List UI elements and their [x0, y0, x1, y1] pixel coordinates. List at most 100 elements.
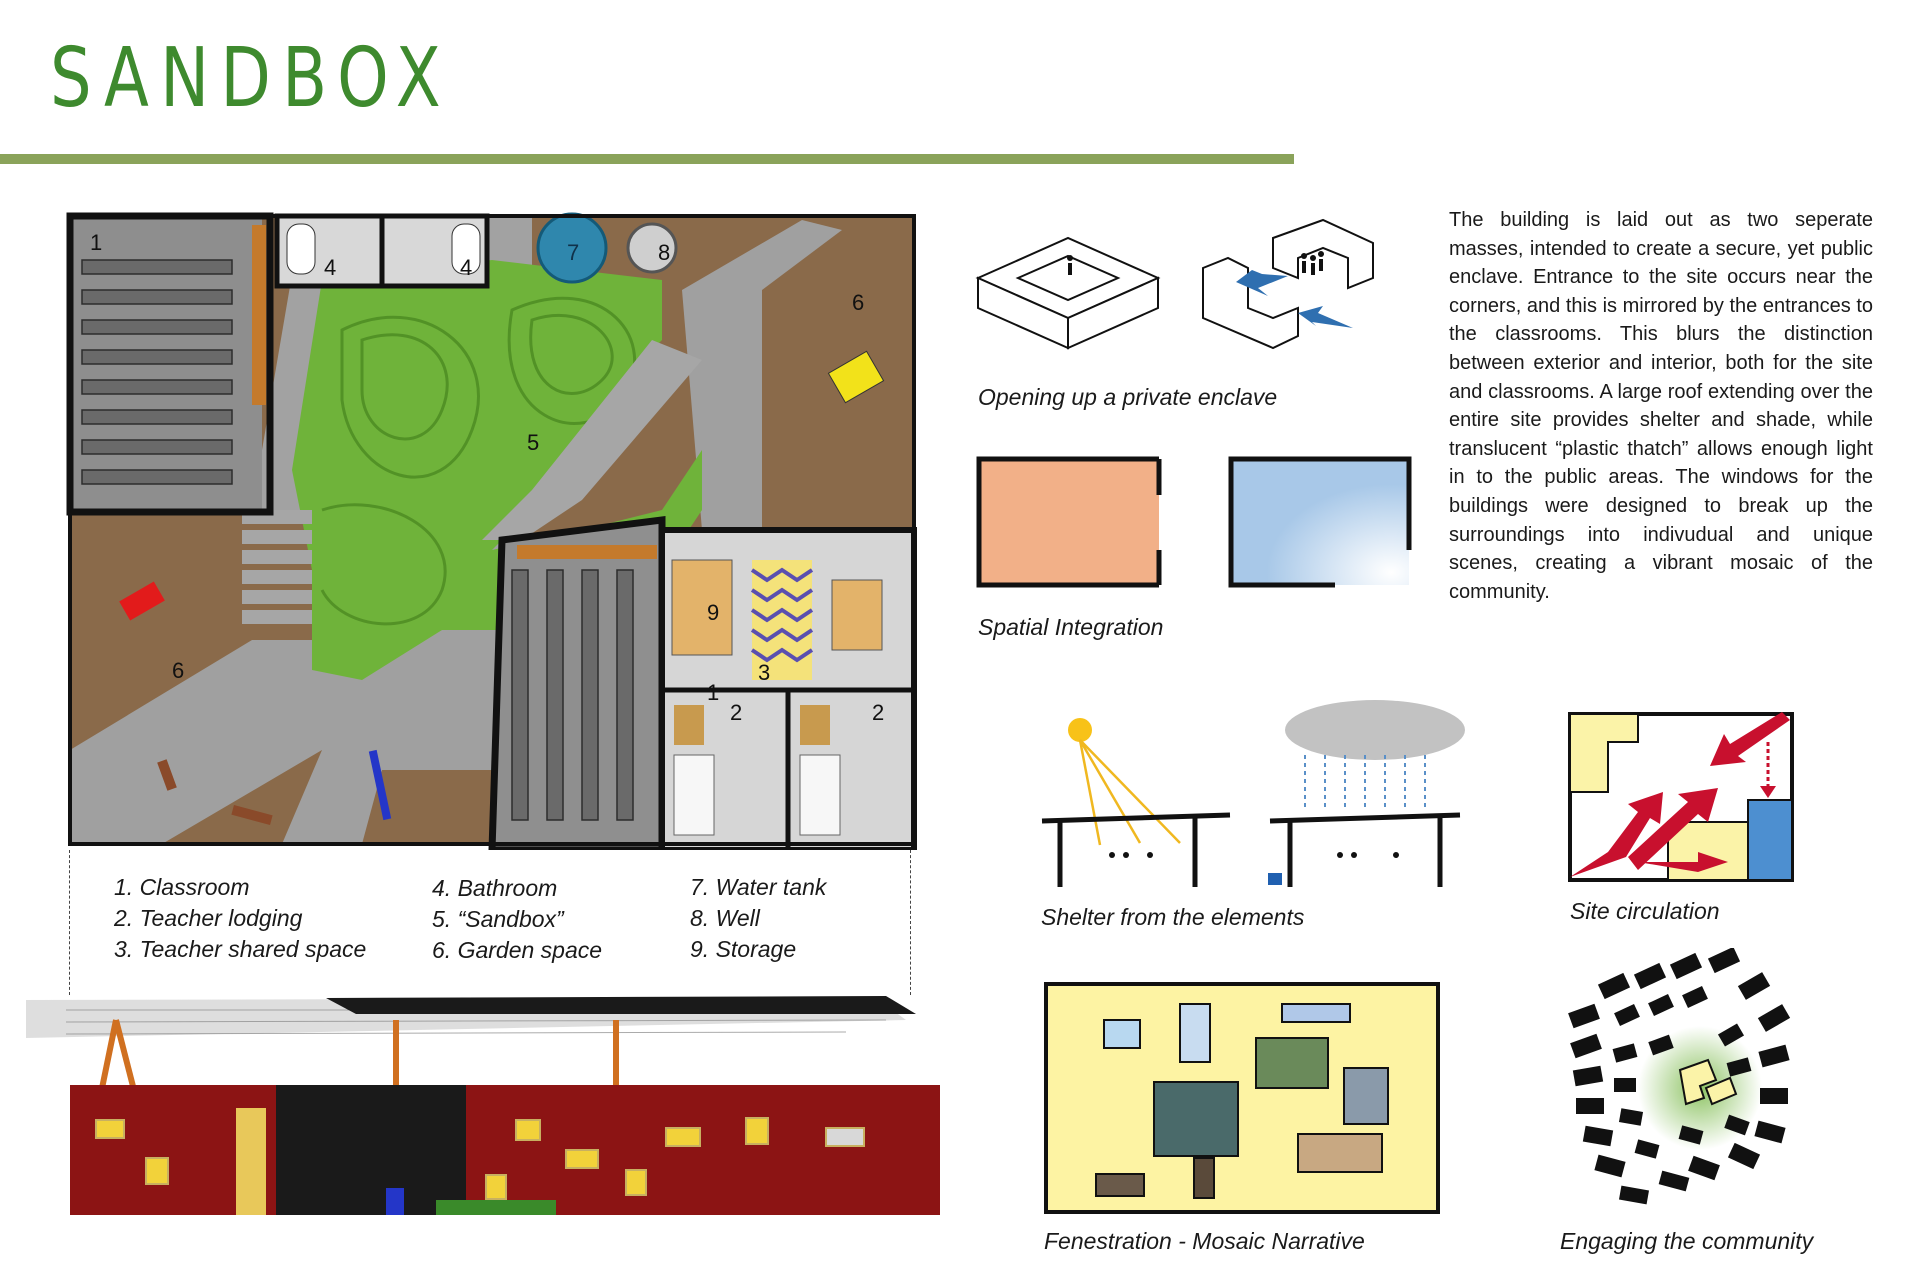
window-scene [1103, 1019, 1141, 1049]
dashed-guide-left [69, 850, 70, 995]
legend-item: 7. Water tank [690, 874, 827, 900]
circulation-diagram [1568, 712, 1794, 882]
building-footprint [1758, 1044, 1790, 1068]
window-scene [1095, 1173, 1145, 1197]
legend-item: 6. Garden space [432, 937, 603, 963]
building-footprint [1717, 1023, 1745, 1047]
dashed-guide-right [910, 850, 911, 995]
step [242, 550, 312, 564]
circulation-arrow-icon [1570, 792, 1663, 877]
building-footprint [1727, 1142, 1761, 1170]
circulation-block-yellow [1569, 713, 1639, 793]
step [242, 610, 312, 624]
desk-column [511, 569, 529, 821]
log [231, 804, 273, 826]
building-footprint [1754, 1120, 1786, 1144]
person-icon [1067, 255, 1073, 261]
yellow-bench [827, 350, 885, 404]
room-number: 1 [707, 680, 719, 705]
caption-enclave: Opening up a private enclave [978, 384, 1278, 410]
room-number: 2 [872, 700, 884, 725]
building-footprint [1634, 1139, 1660, 1159]
window-icon [565, 1149, 599, 1169]
window-scene [1281, 1003, 1351, 1023]
roof-beam [1041, 812, 1231, 824]
desk-row [81, 289, 233, 305]
window-icon [485, 1174, 507, 1200]
desk-row [81, 469, 233, 485]
school-footprint [1678, 1058, 1718, 1106]
person-icon [1109, 852, 1115, 858]
cloud-icon [1285, 700, 1465, 760]
sun-icon [1068, 718, 1092, 742]
open-entrance [276, 1085, 466, 1215]
roof-beam [1269, 812, 1461, 824]
building-footprint [1648, 994, 1674, 1016]
building-footprint [1614, 1004, 1640, 1026]
spatial-wall [976, 456, 1159, 588]
building-footprint [1678, 1125, 1704, 1145]
entrance-door [236, 1108, 266, 1215]
sandbox-contour [360, 333, 449, 441]
window-scene [1193, 1157, 1215, 1199]
step [242, 570, 312, 584]
roof-line [65, 1031, 847, 1035]
room-number: 4 [324, 255, 336, 280]
school-footprint [1704, 1076, 1738, 1106]
blue-bench [368, 749, 392, 821]
building-footprint [1726, 1057, 1752, 1077]
bathtub-icon [451, 223, 481, 275]
building-footprint [1707, 948, 1741, 974]
desk-row [81, 259, 233, 275]
building-footprint [1669, 952, 1703, 980]
person-icon [1393, 852, 1399, 858]
rug-pattern [750, 567, 814, 663]
site-boundary [68, 214, 916, 846]
desk-row [81, 319, 233, 335]
building-footprint [1594, 1154, 1626, 1178]
person-icon [1147, 852, 1153, 858]
building-footprint [1568, 1003, 1600, 1029]
circulation-arrow-icon [1638, 852, 1728, 872]
desk-row [81, 349, 233, 365]
sandbox-walkway [482, 340, 702, 540]
building-footprint [1614, 1078, 1636, 1092]
building-footprint [1618, 1185, 1650, 1205]
legend-item: 5. “Sandbox” [432, 906, 564, 932]
enclave-inner [1015, 254, 1121, 302]
community-diagram [1568, 948, 1791, 1205]
building-footprint [1582, 1125, 1614, 1147]
circulation-block-blue [1747, 799, 1793, 881]
room-number: 3 [758, 660, 770, 685]
water-collector [1268, 873, 1282, 885]
person-icon [1351, 852, 1357, 858]
bed-icon [799, 754, 841, 836]
person-icon [1337, 852, 1343, 858]
room-number: 6 [852, 290, 864, 315]
legend-item: 9. Storage [690, 936, 797, 962]
person-icon [1068, 263, 1072, 275]
enclave-block-right [1067, 276, 1159, 350]
desk-column [546, 569, 564, 821]
person-icon [1319, 259, 1323, 271]
building-footprint [1682, 986, 1708, 1008]
room-number: 2 [730, 700, 742, 725]
step [242, 590, 312, 604]
person-icon [1302, 261, 1306, 273]
circulation-arrow-icon [1710, 712, 1790, 766]
building-footprint [1688, 1155, 1720, 1181]
window-icon [625, 1169, 647, 1196]
desk-icon [800, 705, 830, 745]
person-icon [1310, 255, 1316, 261]
desk-column [616, 569, 634, 821]
sandbox-contour [320, 503, 447, 626]
legend-item: 8. Well [690, 905, 760, 931]
title-rule [0, 154, 1294, 164]
entry-arrow-icon [1236, 270, 1288, 296]
desk-row [81, 439, 233, 455]
legend-item: 4. Bathroom [432, 875, 558, 901]
split-block-left [1202, 256, 1299, 350]
room-number: 9 [707, 600, 719, 625]
bed-icon [673, 754, 715, 836]
spatial-diagram [976, 456, 1412, 588]
